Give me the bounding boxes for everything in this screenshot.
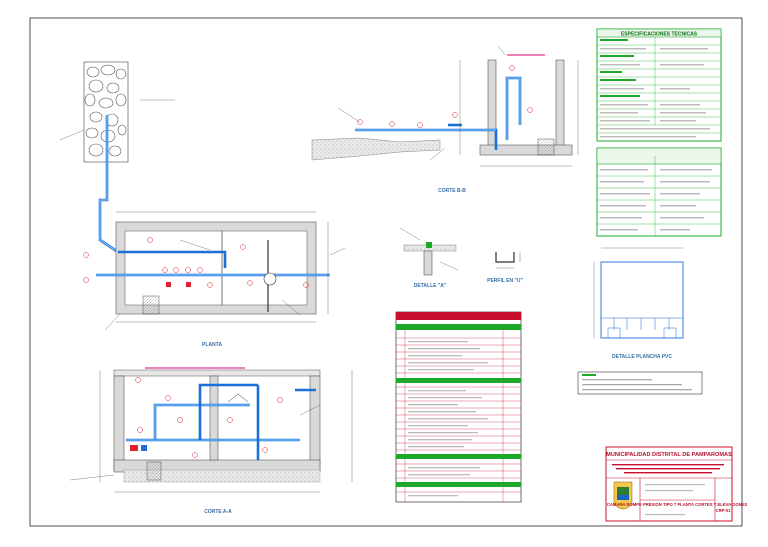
- detalle-pvc-title: DETALLE PLANCHA PVC: [612, 354, 672, 360]
- planta-view: PLANTA: [59, 61, 346, 348]
- pipe-spec-table: [596, 147, 722, 237]
- tank-inner: [124, 230, 308, 306]
- notes-box: [577, 371, 703, 395]
- detalle-a-title: DETALLE "A": [414, 283, 447, 289]
- municipality-seal: [613, 481, 633, 510]
- drawing-title: CAMARA ROMPE PRESION TIPO 7 PLANTA CORTE…: [607, 502, 748, 507]
- detalle-a-view: DETALLE "A": [399, 227, 459, 289]
- corte-aa-view: CORTE A-A: [69, 367, 353, 515]
- sheet-code: CRP-01: [716, 508, 732, 513]
- corte-bb-title: CORTE B-B: [438, 188, 466, 194]
- callout-bubbles-planta: [83, 237, 309, 288]
- specs-title: ESPECIFICACIONES TECNICAS: [621, 32, 698, 38]
- corte-aa-title: CORTE A-A: [204, 509, 232, 515]
- float-valve: [263, 272, 277, 286]
- materials-list: [395, 311, 522, 503]
- bb-base-slab: [479, 144, 573, 156]
- title-block: MUNICIPALIDAD DISTRITAL DE PAMPAROMAS CA…: [605, 446, 748, 522]
- pvc-plate: [600, 261, 684, 339]
- detalle-pvc-view: DETALLE PLANCHA PVC: [593, 247, 684, 360]
- planta-title: PLANTA: [202, 342, 222, 348]
- specs-table: ESPECIFICACIONES TECNICAS: [596, 28, 722, 142]
- perfil-u-title: PERFIL EN "U": [487, 278, 523, 284]
- corte-bb-view: CORTE B-B: [311, 45, 579, 194]
- municipality-name: MUNICIPALIDAD DISTRITAL DE PAMPAROMAS: [606, 452, 732, 458]
- perfil-u-view: PERFIL EN "U": [487, 252, 524, 284]
